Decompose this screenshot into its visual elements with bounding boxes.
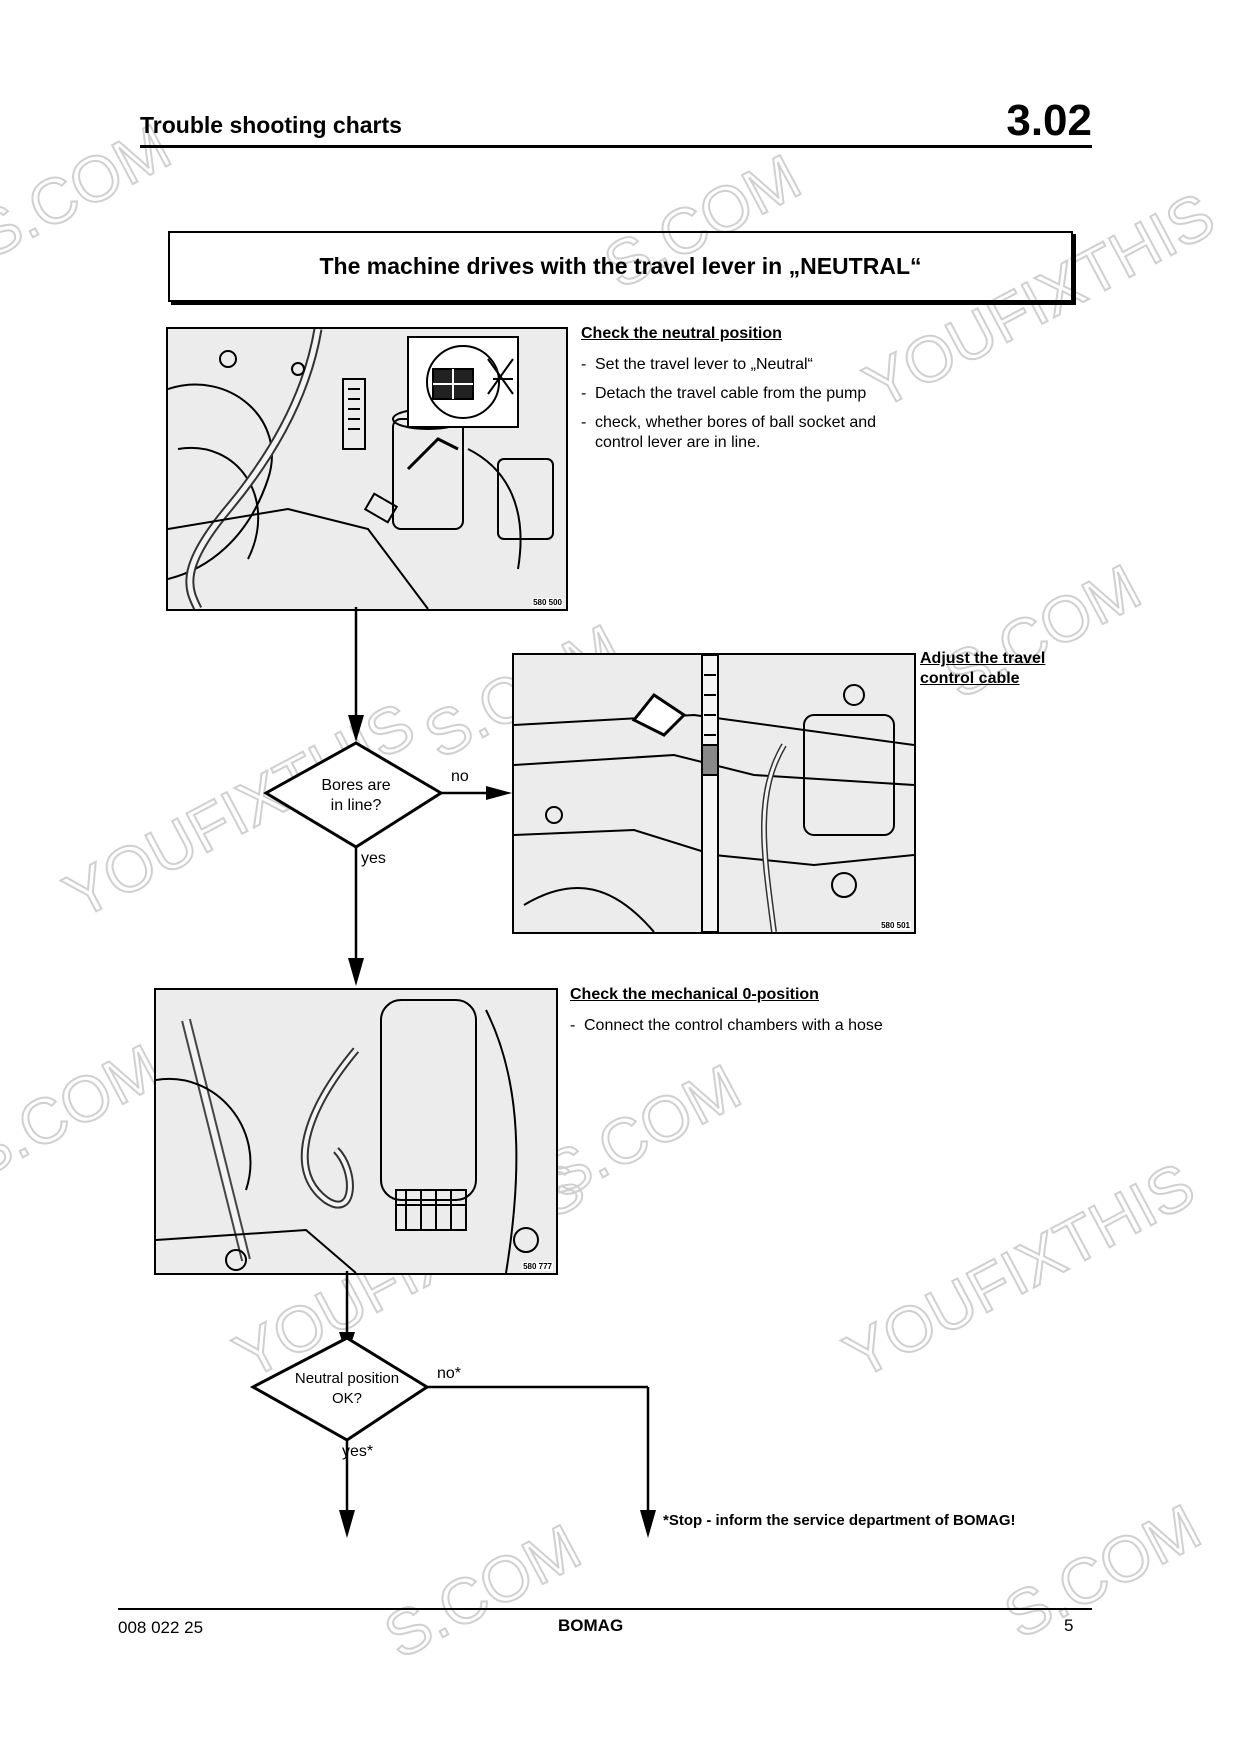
engine-illustration <box>168 329 566 609</box>
step-heading-adjust-cable: Adjust the travel control cable <box>920 649 1045 689</box>
decision-bores-in-line: Bores are in line? <box>286 776 426 816</box>
header-rule <box>140 145 1092 148</box>
page-header-title: Trouble shooting charts <box>140 112 402 138</box>
list-item: -Set the travel lever to „Neutral“ <box>581 355 921 375</box>
footer-rule <box>118 1608 1092 1610</box>
list-item-text: check, whether bores of ball socket and … <box>595 414 877 451</box>
heading-line: control cable <box>920 670 1020 687</box>
decision-text: in line? <box>330 797 382 814</box>
step-heading-neutral: Check the neutral position <box>581 325 782 342</box>
decision-text: Neutral position <box>294 1370 400 1387</box>
document-number: 008 022 25 <box>118 1618 204 1637</box>
photo-travel-control-cable: 580 501 <box>512 653 916 934</box>
photo-code: 580 500 <box>532 598 563 607</box>
list-item-text: Set the travel lever to „Neutral“ <box>595 356 813 373</box>
decision-neutral-position-ok: Neutral position OK? <box>272 1369 422 1409</box>
photo-travel-lever-neutral: 580 500 <box>166 327 568 611</box>
decision-diamond-icon <box>249 1336 430 1442</box>
photo-control-chambers: 580 777 <box>154 988 558 1275</box>
branch-yes-label: yes <box>361 850 386 867</box>
flow-arrow-icon <box>339 715 656 1538</box>
photo-code: 580 777 <box>522 1262 553 1271</box>
heading-line: Adjust the travel <box>920 650 1046 667</box>
photo-code: 580 501 <box>880 921 911 930</box>
list-item: -Connect the control chambers with a hos… <box>570 1016 890 1036</box>
decision-text: OK? <box>331 1390 362 1407</box>
branch-no-label: no* <box>437 1365 462 1382</box>
brand-name: BOMAG <box>558 1616 624 1635</box>
cable-illustration <box>514 655 914 932</box>
branch-no-label: no <box>451 768 469 785</box>
decision-text: Bores are <box>321 777 391 794</box>
section-number: 3.02 <box>1006 96 1092 145</box>
hose-illustration <box>156 990 556 1273</box>
fault-title-box: The machine drives with the travel lever… <box>168 231 1073 302</box>
fault-title: The machine drives with the travel lever… <box>319 253 922 279</box>
page-number: 5 <box>1064 1616 1074 1635</box>
list-item: -Detach the travel cable from the pump <box>581 384 921 404</box>
step-heading-mechanical-zero: Check the mechanical 0-position <box>570 986 819 1003</box>
list-item-text: Connect the control chambers with a hose <box>584 1017 883 1034</box>
branch-yes-label: yes* <box>342 1443 374 1460</box>
list-item-text: Detach the travel cable from the pump <box>595 385 867 402</box>
stop-note: *Stop - inform the service department of… <box>663 1512 1016 1529</box>
list-item: -check, whether bores of ball socket and… <box>581 413 921 453</box>
